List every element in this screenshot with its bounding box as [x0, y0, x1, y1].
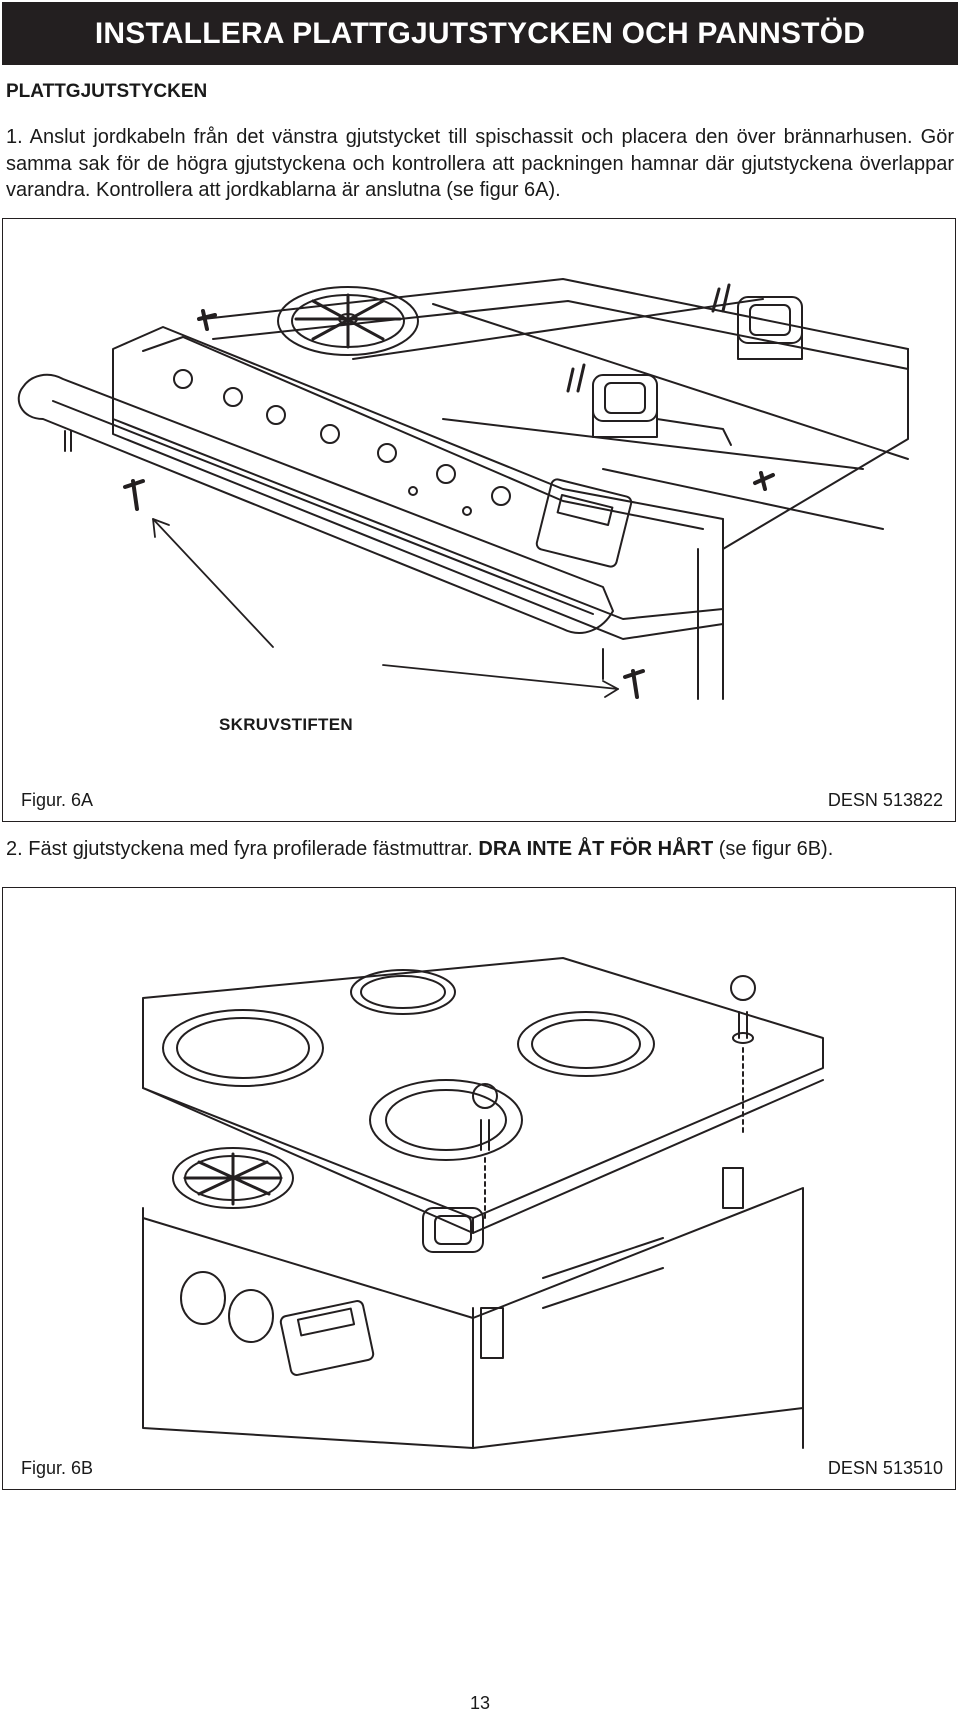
figure-6b-illustration — [142, 957, 824, 1449]
figure-6b-caption: Figur. 6B — [21, 1458, 94, 1478]
step-2-prefix: 2. Fäst gjutstyckena med fyra profilerad… — [6, 838, 479, 860]
figure-6a: SKRUVSTIFTEN Figur. 6A DESN 513822 — [2, 218, 956, 822]
figure-6a-code: DESN 513822 — [827, 790, 943, 810]
figure-6a-illustration — [17, 278, 909, 700]
step-2-text: 2. Fäst gjutstyckena med fyra profilerad… — [6, 838, 956, 861]
figure-6a-caption: Figur. 6A — [21, 790, 94, 810]
figure-6b: Figur. 6B DESN 513510 — [2, 887, 956, 1490]
section-heading: PLATTGJUTSTYCKEN — [6, 81, 208, 102]
page-number: 13 — [469, 1693, 491, 1713]
callout-skruvstiften: SKRUVSTIFTEN — [219, 715, 353, 734]
step-1-text: 1. Anslut jordkabeln från det vänstra gj… — [6, 126, 954, 201]
figure-6b-code: DESN 513510 — [827, 1458, 943, 1478]
page-title-bar: INSTALLERA PLATTGJUTSTYCKEN OCH PANNSTÖD — [2, 2, 958, 65]
step-2-suffix: (se figur 6B). — [713, 838, 834, 860]
page-title: INSTALLERA PLATTGJUTSTYCKEN OCH PANNSTÖD — [94, 16, 866, 50]
step-2-warning: DRA INTE ÅT FÖR HÅRT — [478, 838, 714, 860]
